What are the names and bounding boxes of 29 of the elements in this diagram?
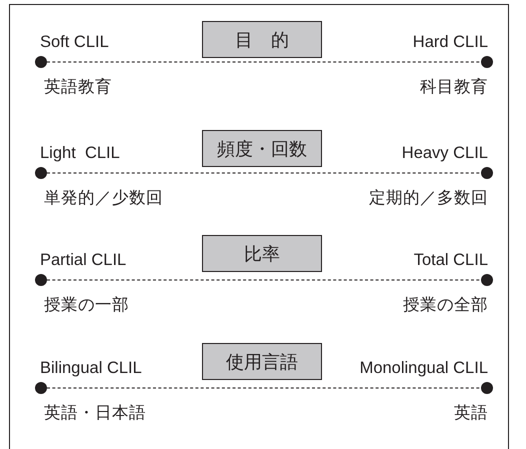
dashed-line — [46, 172, 482, 174]
pole-description: 英語教育 — [44, 77, 112, 97]
pole-description: 英語 — [454, 403, 488, 423]
pole-description: 科目教育 — [420, 77, 488, 97]
pole-description: 定期的／多数回 — [369, 188, 488, 208]
pole-label: Soft CLIL — [40, 32, 109, 52]
pole-description: 単発的／少数回 — [44, 188, 163, 208]
category-box: 目 的 — [202, 21, 322, 58]
category-box: 比率 — [202, 235, 322, 272]
end-dot — [35, 274, 47, 286]
pole-label: Total CLIL — [414, 250, 488, 270]
pole-label: Partial CLIL — [40, 250, 126, 270]
pole-description: 授業の一部 — [44, 295, 129, 315]
end-dot — [481, 382, 493, 394]
pole-label: Monolingual CLIL — [360, 358, 488, 378]
pole-description: 授業の全部 — [403, 295, 488, 315]
end-dot — [481, 167, 493, 179]
pole-label: Bilingual CLIL — [40, 358, 142, 378]
pole-label: Heavy CLIL — [402, 143, 488, 163]
end-dot — [481, 56, 493, 68]
end-dot — [35, 56, 47, 68]
pole-label: Light CLIL — [40, 143, 120, 163]
pole-description: 英語・日本語 — [44, 403, 146, 423]
end-dot — [35, 382, 47, 394]
end-dot — [35, 167, 47, 179]
category-box: 頻度・回数 — [202, 130, 322, 167]
end-dot — [481, 274, 493, 286]
category-box: 使用言語 — [202, 343, 322, 380]
pole-label: Hard CLIL — [412, 32, 488, 52]
